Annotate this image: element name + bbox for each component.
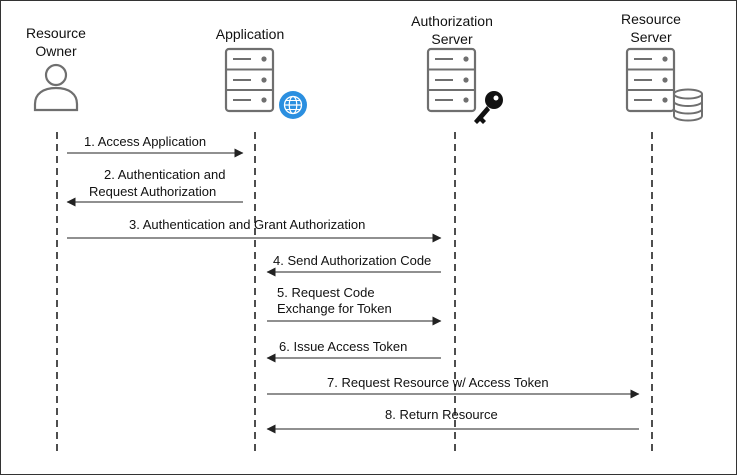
message-2-label-line1: 2. Authentication and xyxy=(104,167,225,182)
message-4-label: 4. Send Authorization Code xyxy=(273,253,431,268)
message-5-label-line1: 5. Request Code xyxy=(277,285,375,300)
resource-server-icon xyxy=(625,47,676,113)
application-server-icon xyxy=(224,47,275,113)
key-icon xyxy=(474,91,503,124)
application-label: Application xyxy=(216,26,285,42)
resource-server-label-line1: Resource xyxy=(621,11,681,27)
globe-icon xyxy=(279,91,307,119)
authorization-server-icon xyxy=(426,47,477,113)
authorization-server-label-line1: Authorization xyxy=(411,13,493,29)
resource-owner-label-line1: Resource xyxy=(26,25,86,41)
authorization-server-label-line2: Server xyxy=(431,31,473,47)
database-icon xyxy=(673,88,703,122)
message-2-label-line2: Request Authorization xyxy=(89,184,216,199)
resource-owner-label-line2: Owner xyxy=(35,43,77,59)
message-8-label: 8. Return Resource xyxy=(385,407,498,422)
message-7-label: 7. Request Resource w/ Access Token xyxy=(327,375,549,390)
user-icon xyxy=(33,63,79,112)
resource-server-label-line2: Server xyxy=(630,29,672,45)
message-5-label-line2: Exchange for Token xyxy=(277,301,392,316)
message-6-label: 6. Issue Access Token xyxy=(279,339,407,354)
message-3-label: 3. Authentication and Grant Authorizatio… xyxy=(129,217,365,232)
message-1-label: 1. Access Application xyxy=(84,134,206,149)
